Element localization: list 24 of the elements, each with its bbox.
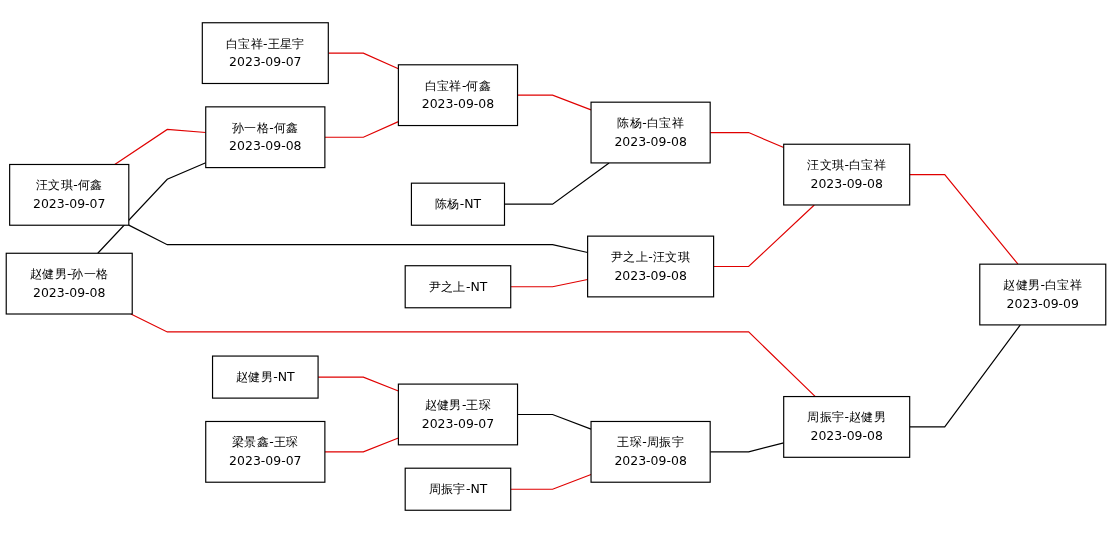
node-box: 汪文琪-何鑫 2023-09-07 bbox=[9, 163, 130, 226]
node-box: 陈杨-NT bbox=[410, 182, 506, 226]
node-box: 汪文琪-白宝祥 2023-09-08 bbox=[783, 143, 911, 206]
node-box: 王琛-周振宇 2023-09-08 bbox=[590, 420, 711, 483]
node-box: 孙一格-何鑫 2023-09-08 bbox=[205, 106, 326, 169]
node-box: 尹之上-NT bbox=[404, 265, 512, 309]
node-box: 梁景鑫-王琛 2023-09-07 bbox=[205, 420, 326, 483]
connector bbox=[909, 324, 1021, 428]
node-box: 白宝祥-何鑫 2023-09-08 bbox=[397, 64, 519, 127]
connector bbox=[510, 473, 592, 490]
node-box: 尹之上-汪文琪 2023-09-08 bbox=[587, 235, 715, 298]
node-box: 赵健男-白宝祥 2023-09-09 bbox=[979, 263, 1107, 326]
node-box: 白宝祥-王星宇 2023-09-07 bbox=[201, 22, 329, 85]
node-box: 周振宇-赵健男 2023-09-08 bbox=[783, 395, 911, 458]
node-box: 周振宇-NT bbox=[404, 467, 512, 511]
connector bbox=[909, 174, 1019, 265]
node-box: 赵健男-孙一格 2023-09-08 bbox=[5, 252, 133, 315]
connector bbox=[324, 121, 399, 138]
node-box: 赵健男-王琛 2023-09-07 bbox=[397, 383, 519, 446]
node-box: 赵健男-NT bbox=[211, 355, 319, 399]
connector bbox=[713, 204, 815, 268]
connector bbox=[130, 313, 816, 398]
connector bbox=[324, 437, 399, 453]
node-box: 陈杨-白宝祥 2023-09-08 bbox=[590, 101, 711, 164]
